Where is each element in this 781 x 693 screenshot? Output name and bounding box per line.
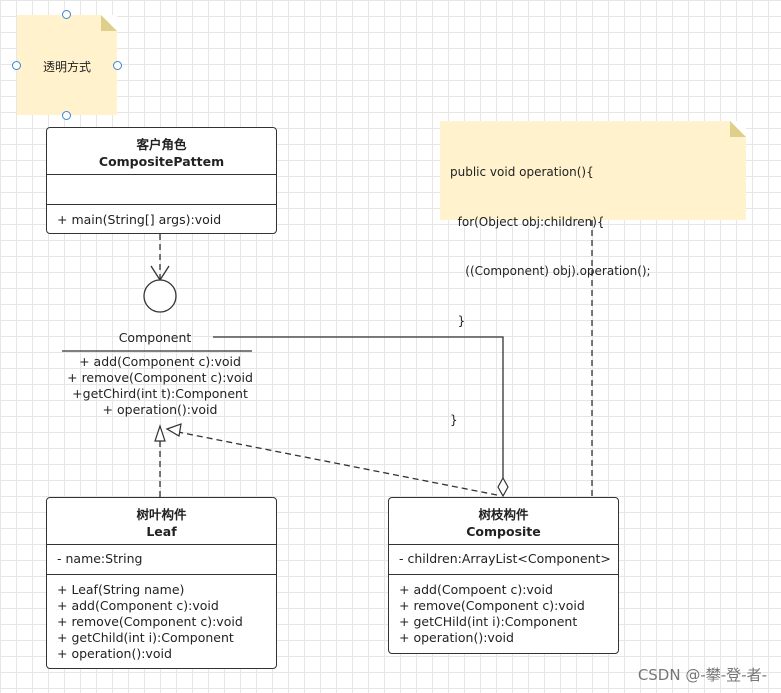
component-interface-name[interactable]: Component xyxy=(118,330,192,345)
operation-code-text: public void operation(){ for(Object obj:… xyxy=(450,131,651,461)
code-line: ((Component) obj).operation(); xyxy=(450,264,651,278)
client-class-title-en: CompositePattem xyxy=(98,154,225,169)
selection-handle-left[interactable] xyxy=(12,61,21,70)
leaf-method: + remove(Component c):void xyxy=(57,614,243,629)
leaf-method: + getChild(int i):Component xyxy=(57,630,234,645)
transparent-mode-label: 透明方式 xyxy=(42,60,91,74)
composite-class-box[interactable]: 树枝构件 Composite - children:ArrayList<Comp… xyxy=(388,497,619,654)
component-method: + add(Component c):void xyxy=(79,354,241,369)
note-fold-icon xyxy=(101,15,117,31)
note-fold-icon xyxy=(730,121,746,137)
code-line xyxy=(450,362,651,379)
leaf-methods-section: + Leaf(String name) + add(Component c):v… xyxy=(47,575,276,668)
client-attributes-section xyxy=(47,175,276,205)
code-line: } xyxy=(450,313,466,328)
composite-attribute: - children:ArrayList<Component> xyxy=(399,551,611,566)
aggregation-line xyxy=(213,336,504,478)
composite-class-title-cn: 树枝构件 xyxy=(478,507,529,522)
composite-class-header: 树枝构件 Composite xyxy=(389,498,618,545)
composite-method: + operation():void xyxy=(399,630,514,645)
component-method: + operation():void xyxy=(102,402,218,417)
leaf-method: + Leaf(String name) xyxy=(57,582,185,597)
selection-handle-right[interactable] xyxy=(113,61,122,70)
composite-attributes-section: - children:ArrayList<Component> xyxy=(389,545,618,575)
component-interface-methods: + add(Component c):void + remove(Compone… xyxy=(42,354,278,418)
composite-method: + remove(Component c):void xyxy=(399,598,585,613)
client-methods-section: + main(String[] args):void xyxy=(47,205,276,234)
code-line: } xyxy=(450,412,458,427)
composite-method: + getCHild(int i):Component xyxy=(399,614,578,629)
leaf-class-header: 树叶构件 Leaf xyxy=(47,498,276,545)
code-line: for(Object obj:children){ xyxy=(450,214,605,229)
component-method: + remove(Component c):void xyxy=(67,370,253,385)
component-method: +getChird(int t):Component xyxy=(72,386,248,401)
leaf-class-title-en: Leaf xyxy=(146,524,177,539)
composite-methods-section: + add(Compoent c):void + remove(Componen… xyxy=(389,575,618,652)
leaf-attributes-section: - name:String xyxy=(47,545,276,575)
composite-realization-line xyxy=(172,430,498,496)
interface-circle xyxy=(143,279,177,313)
composite-method: + add(Compoent c):void xyxy=(399,582,553,597)
leaf-method: + add(Component c):void xyxy=(57,598,219,613)
client-method: + main(String[] args):void xyxy=(57,212,222,227)
client-class-title-cn: 客户角色 xyxy=(136,137,187,152)
aggregation-diamond xyxy=(497,476,509,498)
leaf-class-box[interactable]: 树叶构件 Leaf - name:String + Leaf(String na… xyxy=(46,497,277,669)
transparent-mode-note[interactable]: 透明方式 xyxy=(17,15,117,115)
selection-handle-bottom[interactable] xyxy=(62,111,71,120)
composite-class-title-en: Composite xyxy=(466,524,541,539)
selection-handle-top[interactable] xyxy=(62,10,71,19)
leaf-attribute: - name:String xyxy=(57,551,143,566)
leaf-class-title-cn: 树叶构件 xyxy=(136,507,187,522)
realization-arrowhead-2 xyxy=(165,423,182,437)
code-line: public void operation(){ xyxy=(450,165,594,179)
leaf-method: + operation():void xyxy=(57,646,172,661)
client-class-box[interactable]: 客户角色 CompositePattem + main(String[] arg… xyxy=(46,127,277,234)
operation-code-note[interactable]: public void operation(){ for(Object obj:… xyxy=(440,121,746,427)
csdn-watermark: CSDN @-攀-登-者- xyxy=(637,666,767,684)
client-class-header: 客户角色 CompositePattem xyxy=(47,128,276,175)
realization-arrowhead xyxy=(154,424,166,442)
